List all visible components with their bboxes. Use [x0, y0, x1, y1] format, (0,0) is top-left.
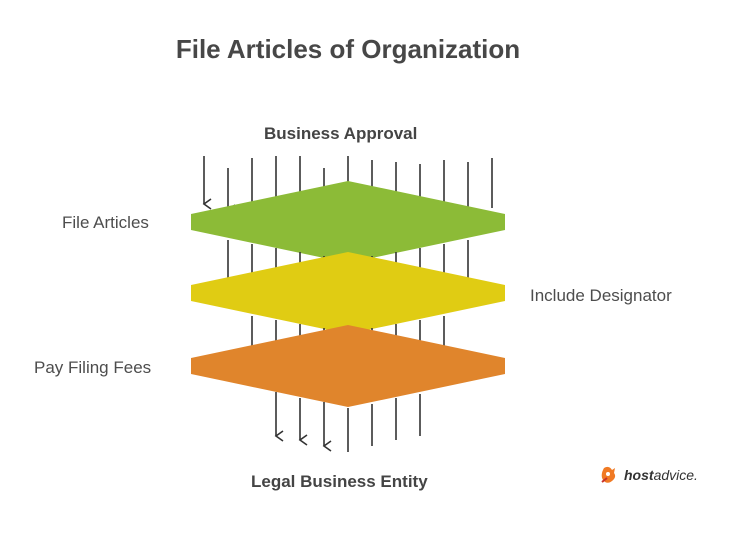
hostadvice-logo-icon: [601, 466, 616, 483]
bottom-label: Legal Business Entity: [251, 472, 428, 491]
layer-pay-filing-fees: [191, 325, 505, 407]
layer-label-include-designator: Include Designator: [530, 286, 672, 305]
hostadvice-logo: hostadvice.: [598, 464, 698, 486]
layer-file-articles: [191, 181, 505, 263]
layer-label-file-articles: File Articles: [62, 213, 149, 232]
diagram-title: File Articles of Organization: [175, 34, 521, 64]
layer-include-designator: [191, 252, 505, 334]
top-label: Business Approval: [264, 124, 418, 143]
layer-label-pay-filing-fees: Pay Filing Fees: [34, 358, 152, 377]
hostadvice-logo-text: hostadvice.: [624, 467, 698, 483]
